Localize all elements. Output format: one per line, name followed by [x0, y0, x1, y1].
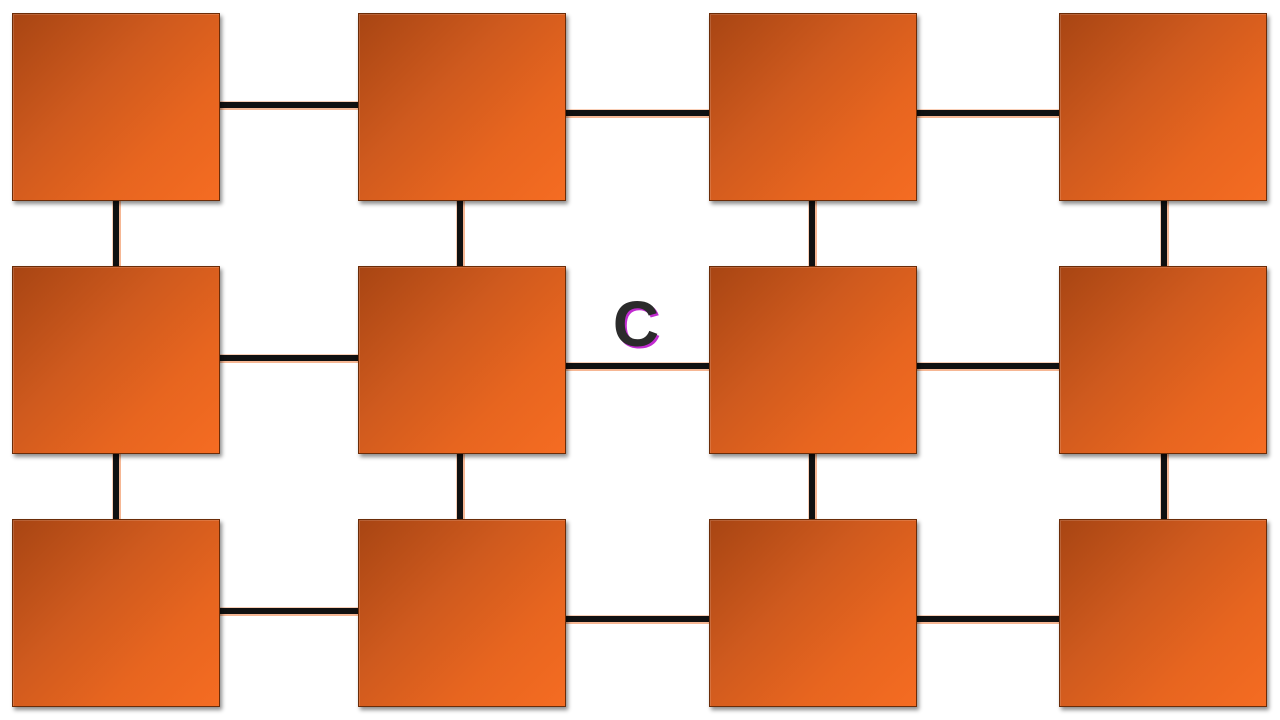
- grid-box: [358, 519, 566, 707]
- connector-vertical: [457, 200, 463, 268]
- connector-vertical: [809, 453, 815, 521]
- grid-box: [12, 266, 220, 454]
- grid-box: [709, 266, 917, 454]
- connector-horizontal: [220, 355, 360, 361]
- grid-box: [12, 13, 220, 201]
- diagram-label: C: [612, 288, 660, 360]
- grid-box: [12, 519, 220, 707]
- grid-box: [358, 266, 566, 454]
- connector-horizontal: [220, 608, 360, 614]
- connector-horizontal: [915, 616, 1061, 622]
- connector-vertical: [1161, 200, 1167, 268]
- connector-horizontal: [565, 110, 711, 116]
- grid-box: [1059, 519, 1267, 707]
- connector-horizontal: [565, 616, 711, 622]
- connector-horizontal: [565, 363, 711, 369]
- connector-horizontal: [915, 363, 1061, 369]
- connector-vertical: [113, 453, 119, 521]
- connector-vertical: [1161, 453, 1167, 521]
- grid-box: [1059, 266, 1267, 454]
- grid-box: [1059, 13, 1267, 201]
- grid-box: [709, 13, 917, 201]
- connector-vertical: [113, 200, 119, 268]
- connector-horizontal: [915, 110, 1061, 116]
- grid-box: [709, 519, 917, 707]
- connector-vertical: [809, 200, 815, 268]
- connector-horizontal: [220, 102, 360, 108]
- connector-vertical: [457, 453, 463, 521]
- grid-box: [358, 13, 566, 201]
